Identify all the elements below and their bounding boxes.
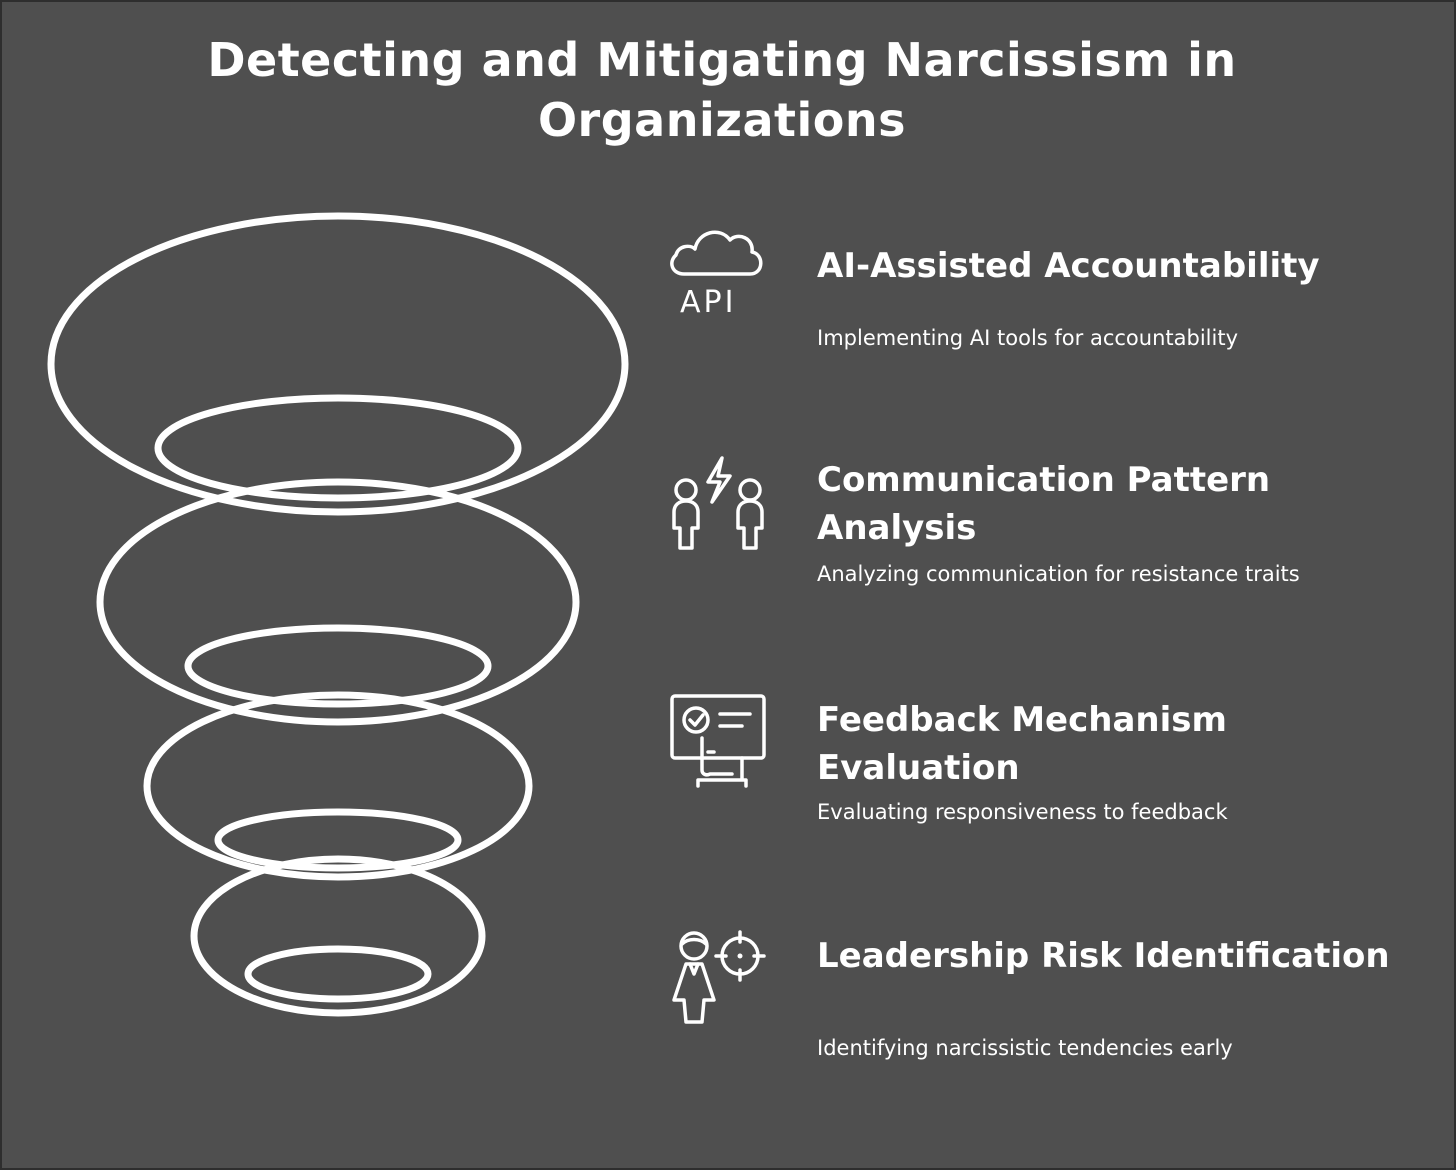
cloud-api-icon: API xyxy=(670,230,763,320)
item-communication-pattern-analysis: Communication Pattern Analysis Analyzing… xyxy=(662,450,1422,600)
item-description: Analyzing communication for resistance t… xyxy=(817,562,1300,586)
item-feedback-mechanism-evaluation: Feedback Mechanism Evaluation Evaluating… xyxy=(662,690,1422,840)
item-description: Evaluating responsiveness to feedback xyxy=(817,800,1228,824)
funnel-ring-3 xyxy=(143,691,533,881)
item-ai-assisted-accountability: API AI-Assisted Accountability Implement… xyxy=(662,214,1422,364)
funnel-ring-2 xyxy=(96,478,580,726)
funnel-ring-1 xyxy=(47,212,629,516)
item-description: Implementing AI tools for accountability xyxy=(817,326,1238,350)
item-title: AI-Assisted Accountability xyxy=(817,246,1320,286)
item-leadership-risk-identification: Leadership Risk Identification Identifyi… xyxy=(662,926,1422,1076)
item-title: Feedback Mechanism Evaluation xyxy=(817,700,1227,788)
people-conflict-icon xyxy=(672,456,764,550)
funnel-graphic xyxy=(47,212,629,1017)
presentation-board-icon xyxy=(670,694,766,788)
funnel-ring-4 xyxy=(190,855,486,1017)
item-title: Leadership Risk Identification xyxy=(817,936,1390,976)
diagram-title: Detecting and Mitigating Narcissism in O… xyxy=(207,33,1237,147)
api-label: API xyxy=(680,285,736,320)
person-target-icon xyxy=(672,930,766,1024)
item-title: Communication Pattern Analysis xyxy=(817,460,1271,548)
item-description: Identifying narcissistic tendencies earl… xyxy=(817,1036,1233,1060)
